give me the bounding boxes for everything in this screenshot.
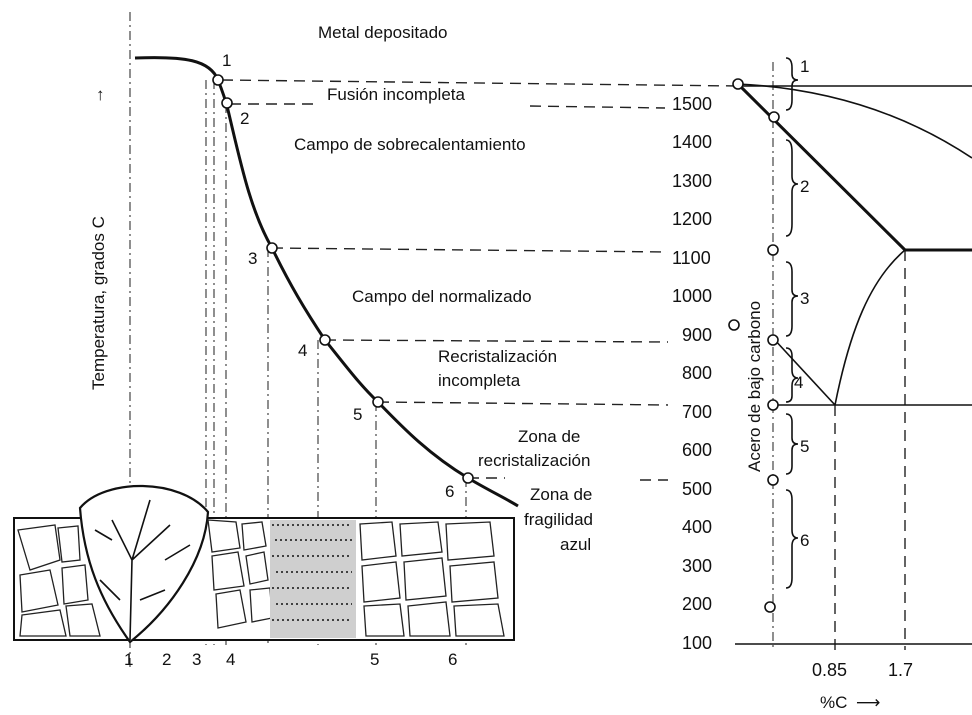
- bottom-label-5: 5: [370, 650, 379, 669]
- weld-cross-section: [13, 484, 515, 644]
- bottom-label-4: 4: [226, 650, 235, 669]
- temp-tick-1100: 1100: [672, 248, 711, 268]
- peak-temperature-curve: [134, 56, 519, 508]
- carbon-tick-0-85: 0.85: [812, 660, 847, 680]
- temp-tick-500: 500: [682, 479, 712, 499]
- bottom-label-6: 6: [448, 650, 457, 669]
- temp-tick-200: 200: [682, 594, 712, 614]
- iron-carbon-phase-diagram: [728, 78, 972, 645]
- bottom-label-1: 1: [124, 650, 133, 669]
- label-fragilidad-2: fragilidad: [524, 510, 593, 529]
- label-fragilidad-1: Zona de: [530, 485, 592, 504]
- label-recrist-incompleta-1: Recristalización: [438, 347, 557, 366]
- temp-tick-700: 700: [682, 402, 712, 422]
- bottom-label-3: 3: [192, 650, 201, 669]
- zone-label-6: 6: [800, 531, 809, 550]
- temp-tick-400: 400: [682, 517, 712, 537]
- solidus-line: [736, 82, 907, 252]
- zone-label-2: 2: [800, 177, 809, 196]
- temp-tick-600: 600: [682, 440, 712, 460]
- temp-tick-300: 300: [682, 556, 712, 576]
- label-recrist-incompleta-2: incompleta: [438, 371, 521, 390]
- temp-tick-100: 100: [682, 633, 712, 653]
- y-axis-arrow-icon: ↑: [96, 85, 105, 104]
- temp-tick-900: 900: [682, 325, 712, 345]
- temperature-scale: 1500 1400 1300 1200 1100 1000 900 800 70…: [672, 94, 712, 653]
- curve-point-label-1: 1: [222, 51, 231, 70]
- curve-point-label-4: 4: [298, 341, 307, 360]
- curve-point-label-3: 3: [248, 249, 257, 268]
- x-axis-arrow-icon: ⟶: [856, 693, 880, 712]
- temp-tick-1500: 1500: [672, 94, 712, 114]
- label-zona-recrist-2: recristalización: [478, 451, 590, 470]
- zone-label-3: 3: [800, 289, 809, 308]
- temp-tick-1000: 1000: [672, 286, 712, 306]
- dashed-connector-lines: [221, 79, 739, 481]
- a3-line: [772, 337, 836, 406]
- curve-point-label-2: 2: [240, 109, 249, 128]
- label-acero-bajo-carbono: Acero de bajo carbono: [745, 301, 764, 472]
- temp-tick-1300: 1300: [672, 171, 712, 191]
- zone-label-1: 1: [800, 57, 809, 76]
- label-sobrecalentamiento: Campo de sobrecalentamiento: [294, 135, 526, 154]
- label-fusion-incompleta: Fusión incompleta: [327, 85, 466, 104]
- temp-tick-800: 800: [682, 363, 712, 383]
- x-axis-title: %C: [820, 693, 847, 712]
- curve-point-label-6: 6: [445, 482, 454, 501]
- label-fragilidad-3: azul: [560, 535, 591, 554]
- label-metal-depositado: Metal depositado: [318, 23, 447, 42]
- zone-label-4: 4: [794, 373, 803, 392]
- liquidus-curve: [737, 83, 972, 159]
- zone-braces: [785, 57, 799, 589]
- label-normalizado: Campo del normalizado: [352, 287, 532, 306]
- acm-line: [834, 249, 906, 406]
- curve-point-label-5: 5: [353, 405, 362, 424]
- zone-label-5: 5: [800, 437, 809, 456]
- bottom-label-2: 2: [162, 650, 171, 669]
- temp-tick-1400: 1400: [672, 132, 712, 152]
- curve-points: [212, 74, 474, 484]
- temp-tick-1200: 1200: [672, 209, 712, 229]
- label-zona-recrist-1: Zona de: [518, 427, 580, 446]
- carbon-tick-1-7: 1.7: [888, 660, 913, 680]
- y-axis-title: Temperatura, grados C: [89, 216, 108, 390]
- weld-bead: [78, 484, 210, 644]
